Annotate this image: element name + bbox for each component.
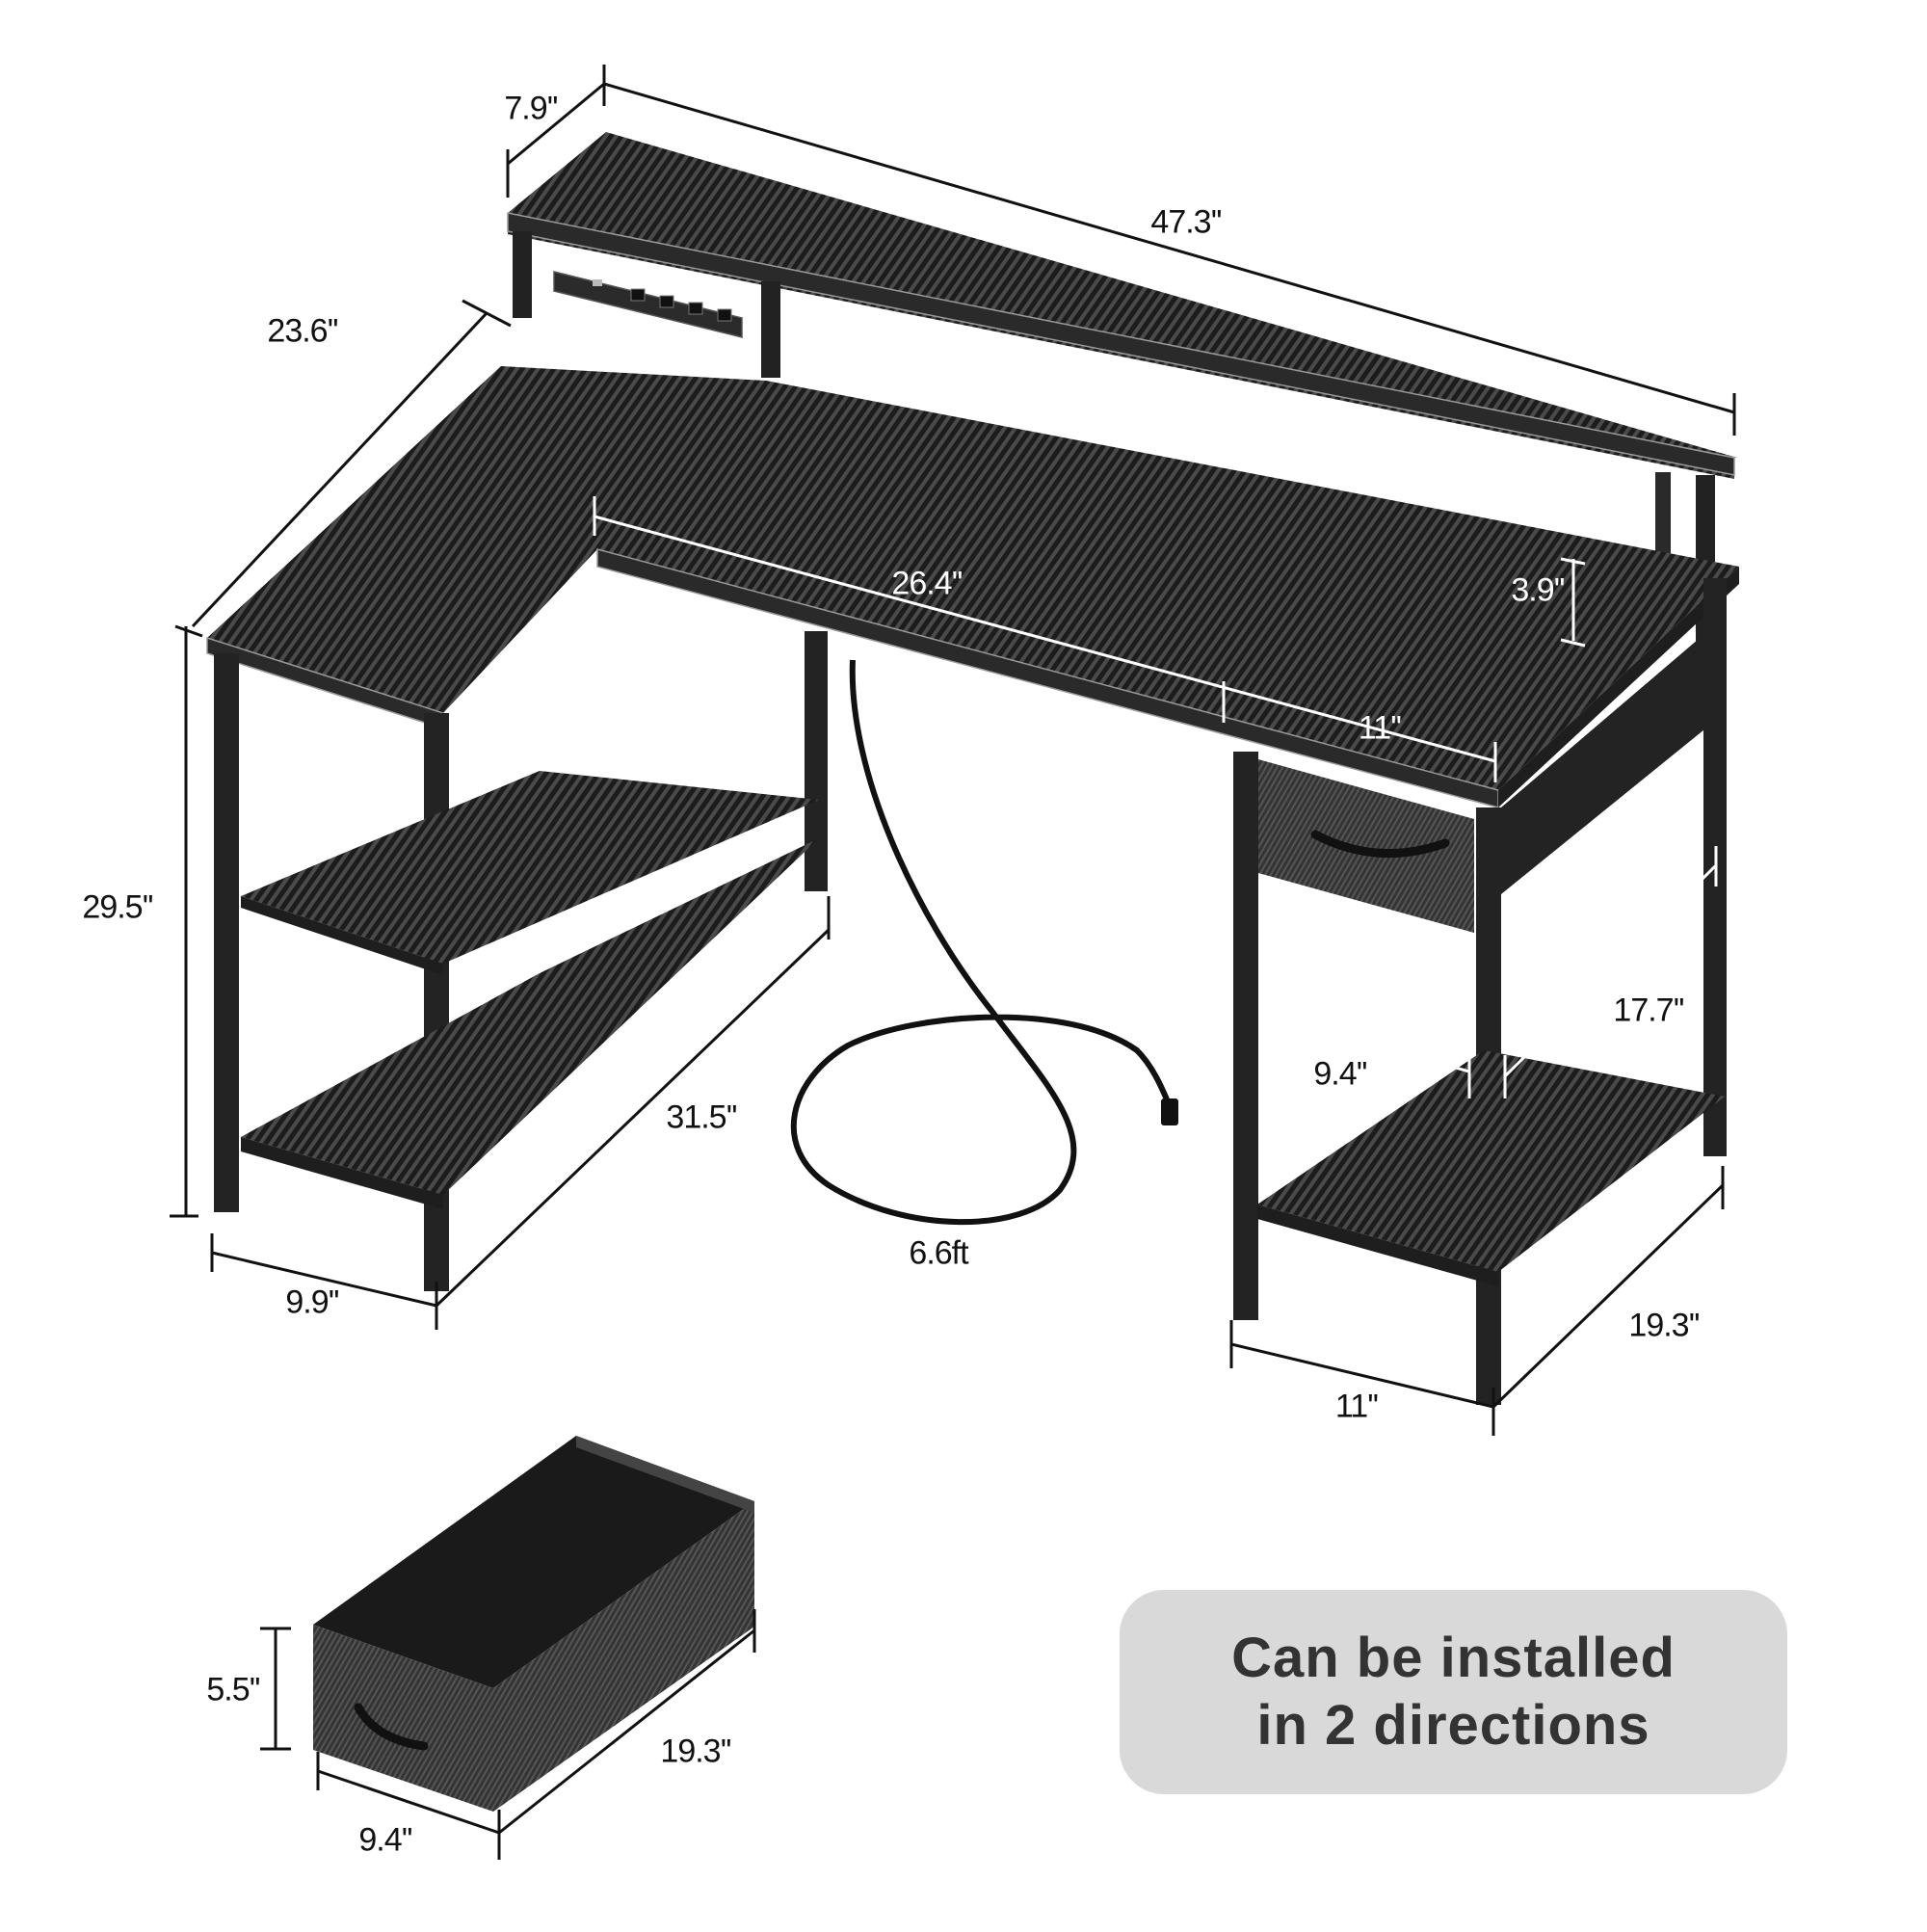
dim-side-depth: 23.6'' [267, 312, 338, 350]
dim-cord-length: 6.6ft [909, 1234, 968, 1272]
dim-riser-depth: 7.9'' [504, 90, 558, 127]
dimension-lines-light [593, 496, 1718, 1098]
dim-right-cabinet-depth: 19.3'' [1628, 1307, 1700, 1344]
badge-line-2: in 2 directions [1256, 1694, 1650, 1757]
installation-badge: Can be installed in 2 directions [1120, 1590, 1787, 1794]
dim-drawer-width: 9.4'' [358, 1821, 412, 1859]
plug-icon [1161, 1098, 1178, 1125]
dim-drawer-opening-width: 9.4'' [1313, 1055, 1367, 1093]
dim-drawer-depth: 19.3'' [660, 1733, 731, 1770]
monitor-riser [507, 132, 1737, 644]
desk-drawer[interactable] [1258, 759, 1474, 933]
dim-side-length: 31.5'' [666, 1098, 737, 1136]
dimension-lines [170, 65, 1736, 1860]
usb-port-icon [593, 279, 602, 286]
dim-overall-height: 29.5'' [82, 888, 153, 926]
fabric-drawer [313, 1436, 754, 1812]
badge-line-1: Can be installed [1231, 1627, 1676, 1689]
left-shelves [241, 771, 819, 1209]
dim-drawer-section-width: 11'' [1358, 709, 1402, 747]
dim-riser-height: 3.9'' [1511, 571, 1565, 609]
drawer-handle-icon [1310, 830, 1450, 859]
dim-desktop-inner-length: 26.4'' [891, 565, 963, 602]
desktop-surface [206, 366, 1739, 808]
dim-overall-width: 47.3'' [1150, 203, 1222, 241]
drawer-handle-icon [354, 1703, 429, 1751]
dim-drawer-height: 5.5'' [206, 1671, 260, 1708]
power-cord [790, 659, 1178, 1226]
right-shelf [1257, 1050, 1725, 1286]
power-strip-icon [553, 271, 743, 338]
dim-side-cabinet-depth: 17.7'' [1613, 992, 1684, 1029]
dim-right-cabinet-width: 11'' [1334, 1388, 1379, 1425]
dim-left-leg-width: 9.9'' [285, 1284, 339, 1321]
